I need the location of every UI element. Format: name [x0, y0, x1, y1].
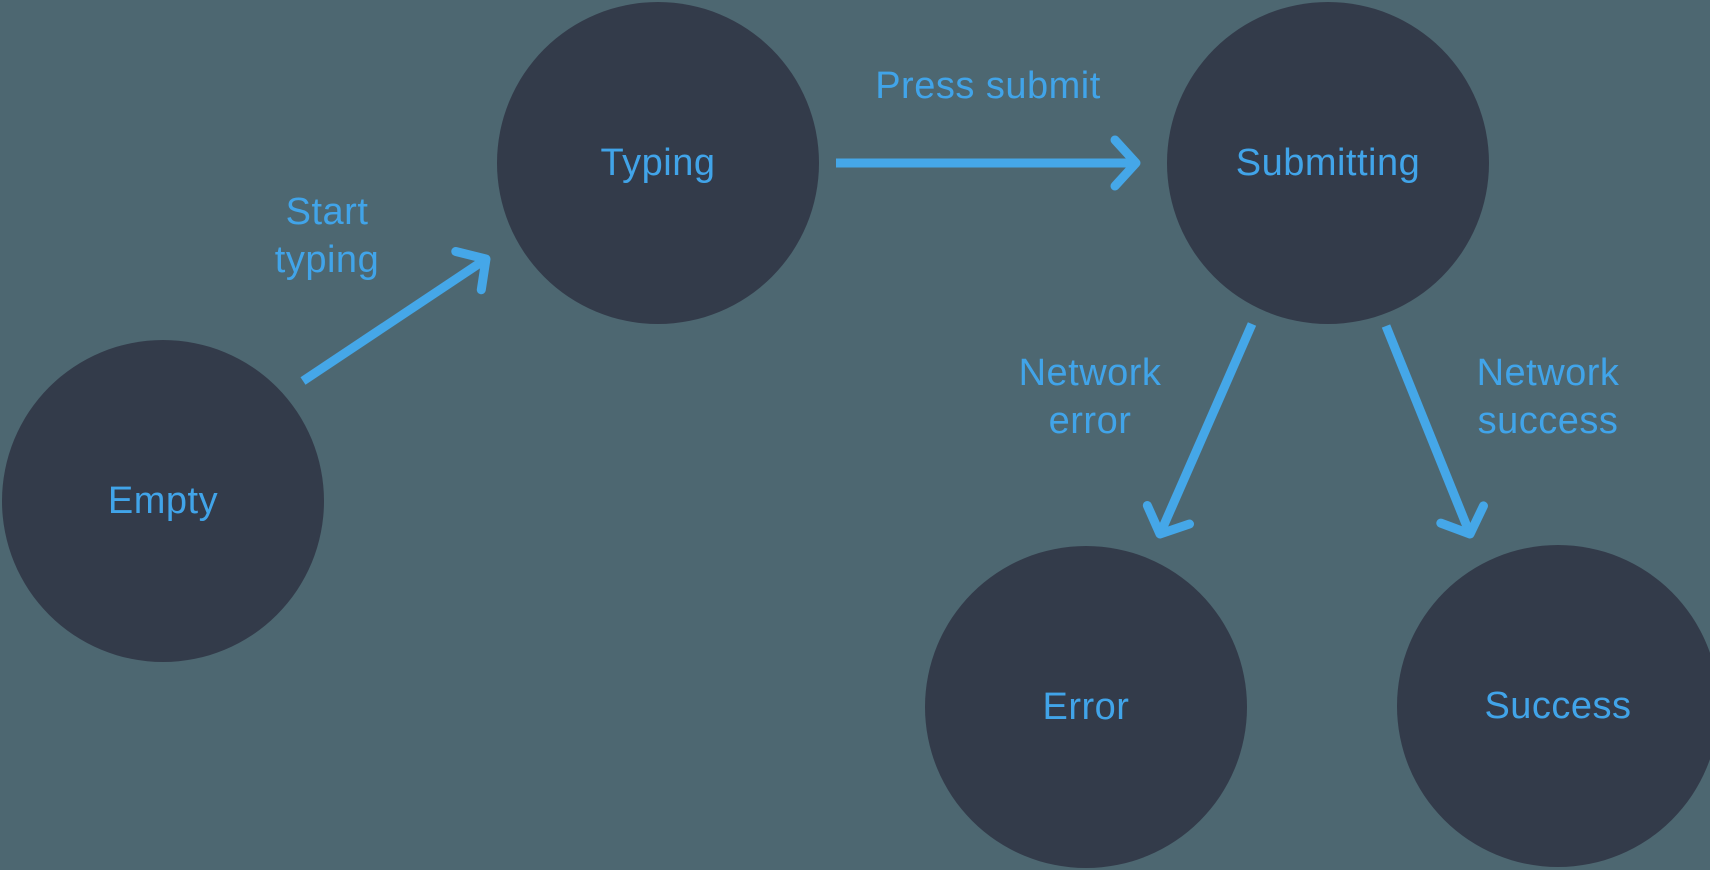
- state-label-error: Error: [1042, 685, 1130, 728]
- state-label-submitting: Submitting: [1235, 141, 1421, 184]
- transition-label-line: Start: [285, 191, 369, 233]
- state-node-submitting: Submitting: [1167, 2, 1489, 324]
- transition-label-line: typing: [274, 239, 380, 281]
- transition-label-start-typing: Start typing: [207, 188, 447, 284]
- transition-label-line: error: [1048, 400, 1132, 442]
- transition-label-network-error: Network error: [970, 349, 1210, 445]
- transition-label-line: Press submit: [875, 65, 1101, 107]
- state-node-error: Error: [925, 546, 1247, 868]
- state-label-empty: Empty: [107, 479, 219, 522]
- state-node-success: Success: [1397, 545, 1710, 867]
- transition-label-network-success: Network success: [1418, 349, 1678, 445]
- transition-label-line: success: [1477, 400, 1619, 442]
- state-node-empty: Empty: [2, 340, 324, 662]
- transition-label-line: Network: [1476, 352, 1620, 394]
- transition-label-press-submit: Press submit: [838, 62, 1138, 110]
- transition-label-line: Network: [1018, 352, 1162, 394]
- state-label-success: Success: [1484, 684, 1632, 727]
- state-node-typing: Typing: [497, 2, 819, 324]
- state-label-typing: Typing: [600, 141, 716, 184]
